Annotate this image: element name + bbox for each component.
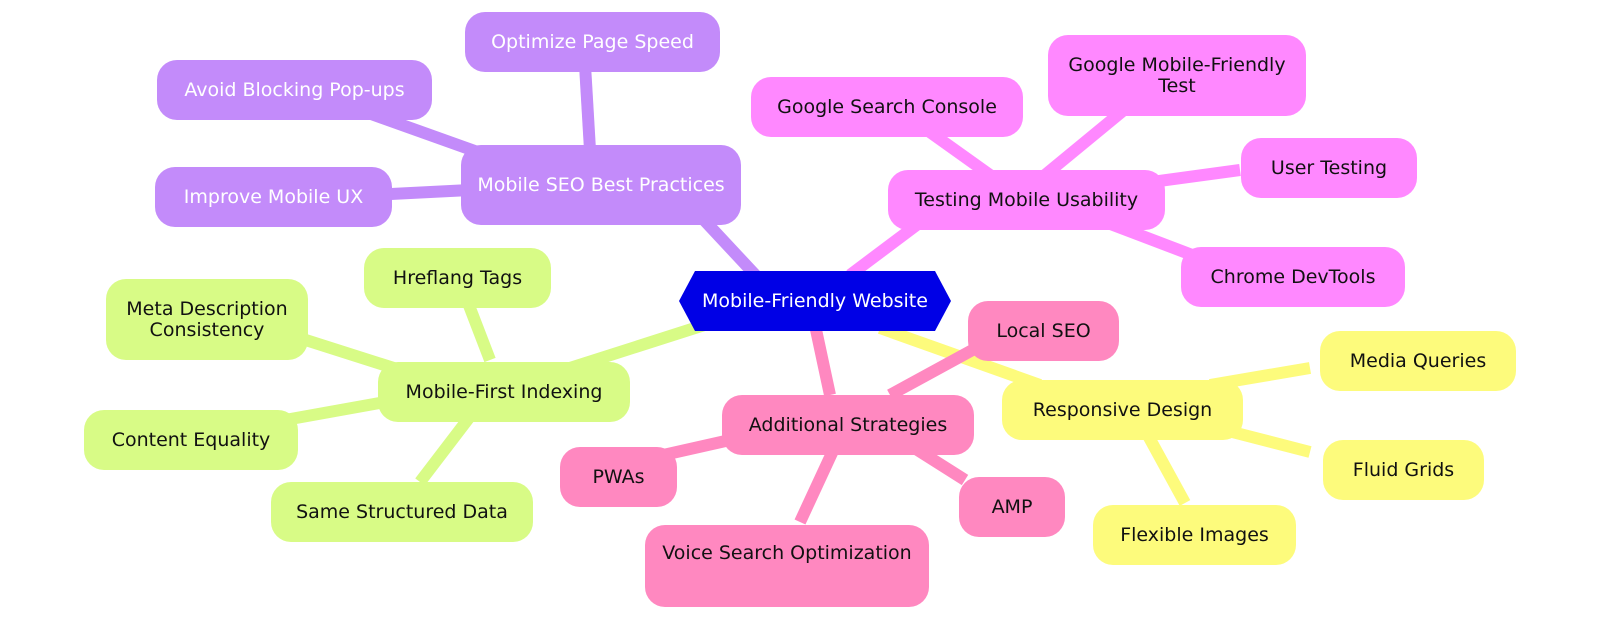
leaf-node-meta-description-consistency[interactable]: Meta Description Consistency — [106, 279, 308, 360]
leaf-node-pwas[interactable]: PWAs — [560, 447, 677, 507]
edge-indexing-structured — [415, 406, 480, 486]
edge-root-additional — [809, 323, 836, 397]
leaf-node-amp[interactable]: AMP — [959, 477, 1065, 537]
leaf-node-avoid-blocking-popups[interactable]: Avoid Blocking Pop-ups — [157, 60, 432, 120]
leaf-node-media-queries[interactable]: Media Queries — [1320, 331, 1516, 391]
leaf-node-voice-search-optimization[interactable]: Voice Search Optimization — [645, 525, 929, 607]
edge-seo-speed — [579, 64, 596, 151]
branch-node-indexing[interactable]: Mobile-First Indexing — [378, 362, 630, 422]
edge-responsive-flexible — [1139, 427, 1191, 506]
root-node[interactable]: Mobile-Friendly Website — [679, 271, 951, 331]
leaf-node-user-testing[interactable]: User Testing — [1241, 138, 1417, 198]
leaf-node-optimize-page-speed[interactable]: Optimize Page Speed — [465, 12, 720, 72]
leaf-node-fluid-grids[interactable]: Fluid Grids — [1323, 440, 1484, 500]
branch-node-responsive[interactable]: Responsive Design — [1002, 380, 1243, 440]
leaf-node-hreflang-tags[interactable]: Hreflang Tags — [364, 248, 551, 308]
leaf-node-flexible-images[interactable]: Flexible Images — [1093, 505, 1296, 565]
branch-node-seo[interactable]: Mobile SEO Best Practices — [461, 145, 741, 225]
leaf-node-local-seo[interactable]: Local SEO — [968, 301, 1119, 361]
edge-testing-mobiletest — [1041, 100, 1134, 180]
leaf-node-improve-mobile-ux[interactable]: Improve Mobile UX — [155, 167, 392, 227]
edge-indexing-meta — [288, 329, 402, 376]
branch-node-additional[interactable]: Additional Strategies — [722, 395, 974, 455]
edge-indexing-content — [283, 396, 387, 426]
leaf-node-same-structured-data[interactable]: Same Structured Data — [271, 482, 533, 542]
leaf-node-google-mobile-friendly-test[interactable]: Google Mobile-Friendly Test — [1048, 35, 1306, 116]
leaf-node-content-equality[interactable]: Content Equality — [84, 410, 298, 470]
leaf-node-chrome-devtools[interactable]: Chrome DevTools — [1181, 247, 1405, 307]
leaf-node-google-search-console[interactable]: Google Search Console — [751, 77, 1023, 137]
branch-node-testing[interactable]: Testing Mobile Usability — [888, 170, 1165, 230]
